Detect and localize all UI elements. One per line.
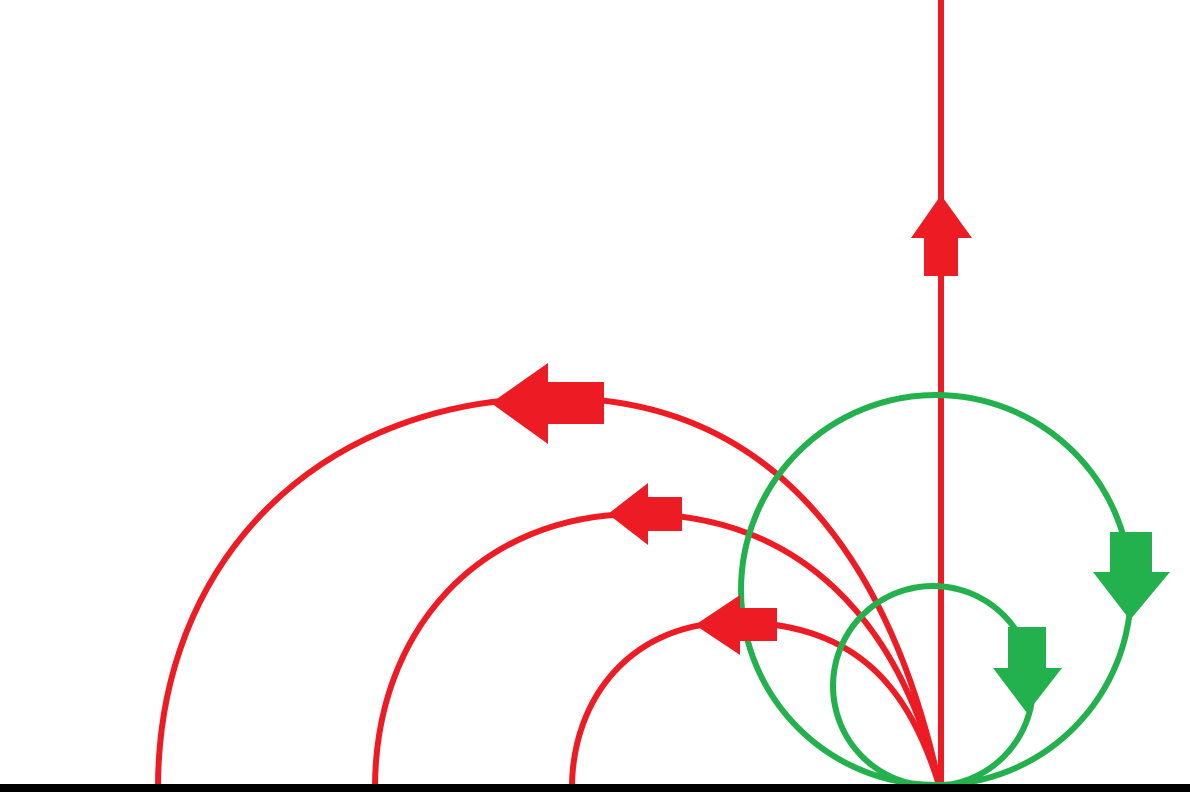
arrow-down-icon [993, 627, 1062, 713]
arrow-left-icon [608, 483, 682, 545]
arrow-up-icon [911, 195, 972, 276]
green-circle-large [738, 392, 1134, 788]
arrow-left-icon [491, 363, 604, 444]
red-arc-outer [155, 394, 943, 789]
arrow-left-icon [695, 595, 777, 655]
arrow-down-icon [1093, 532, 1170, 620]
